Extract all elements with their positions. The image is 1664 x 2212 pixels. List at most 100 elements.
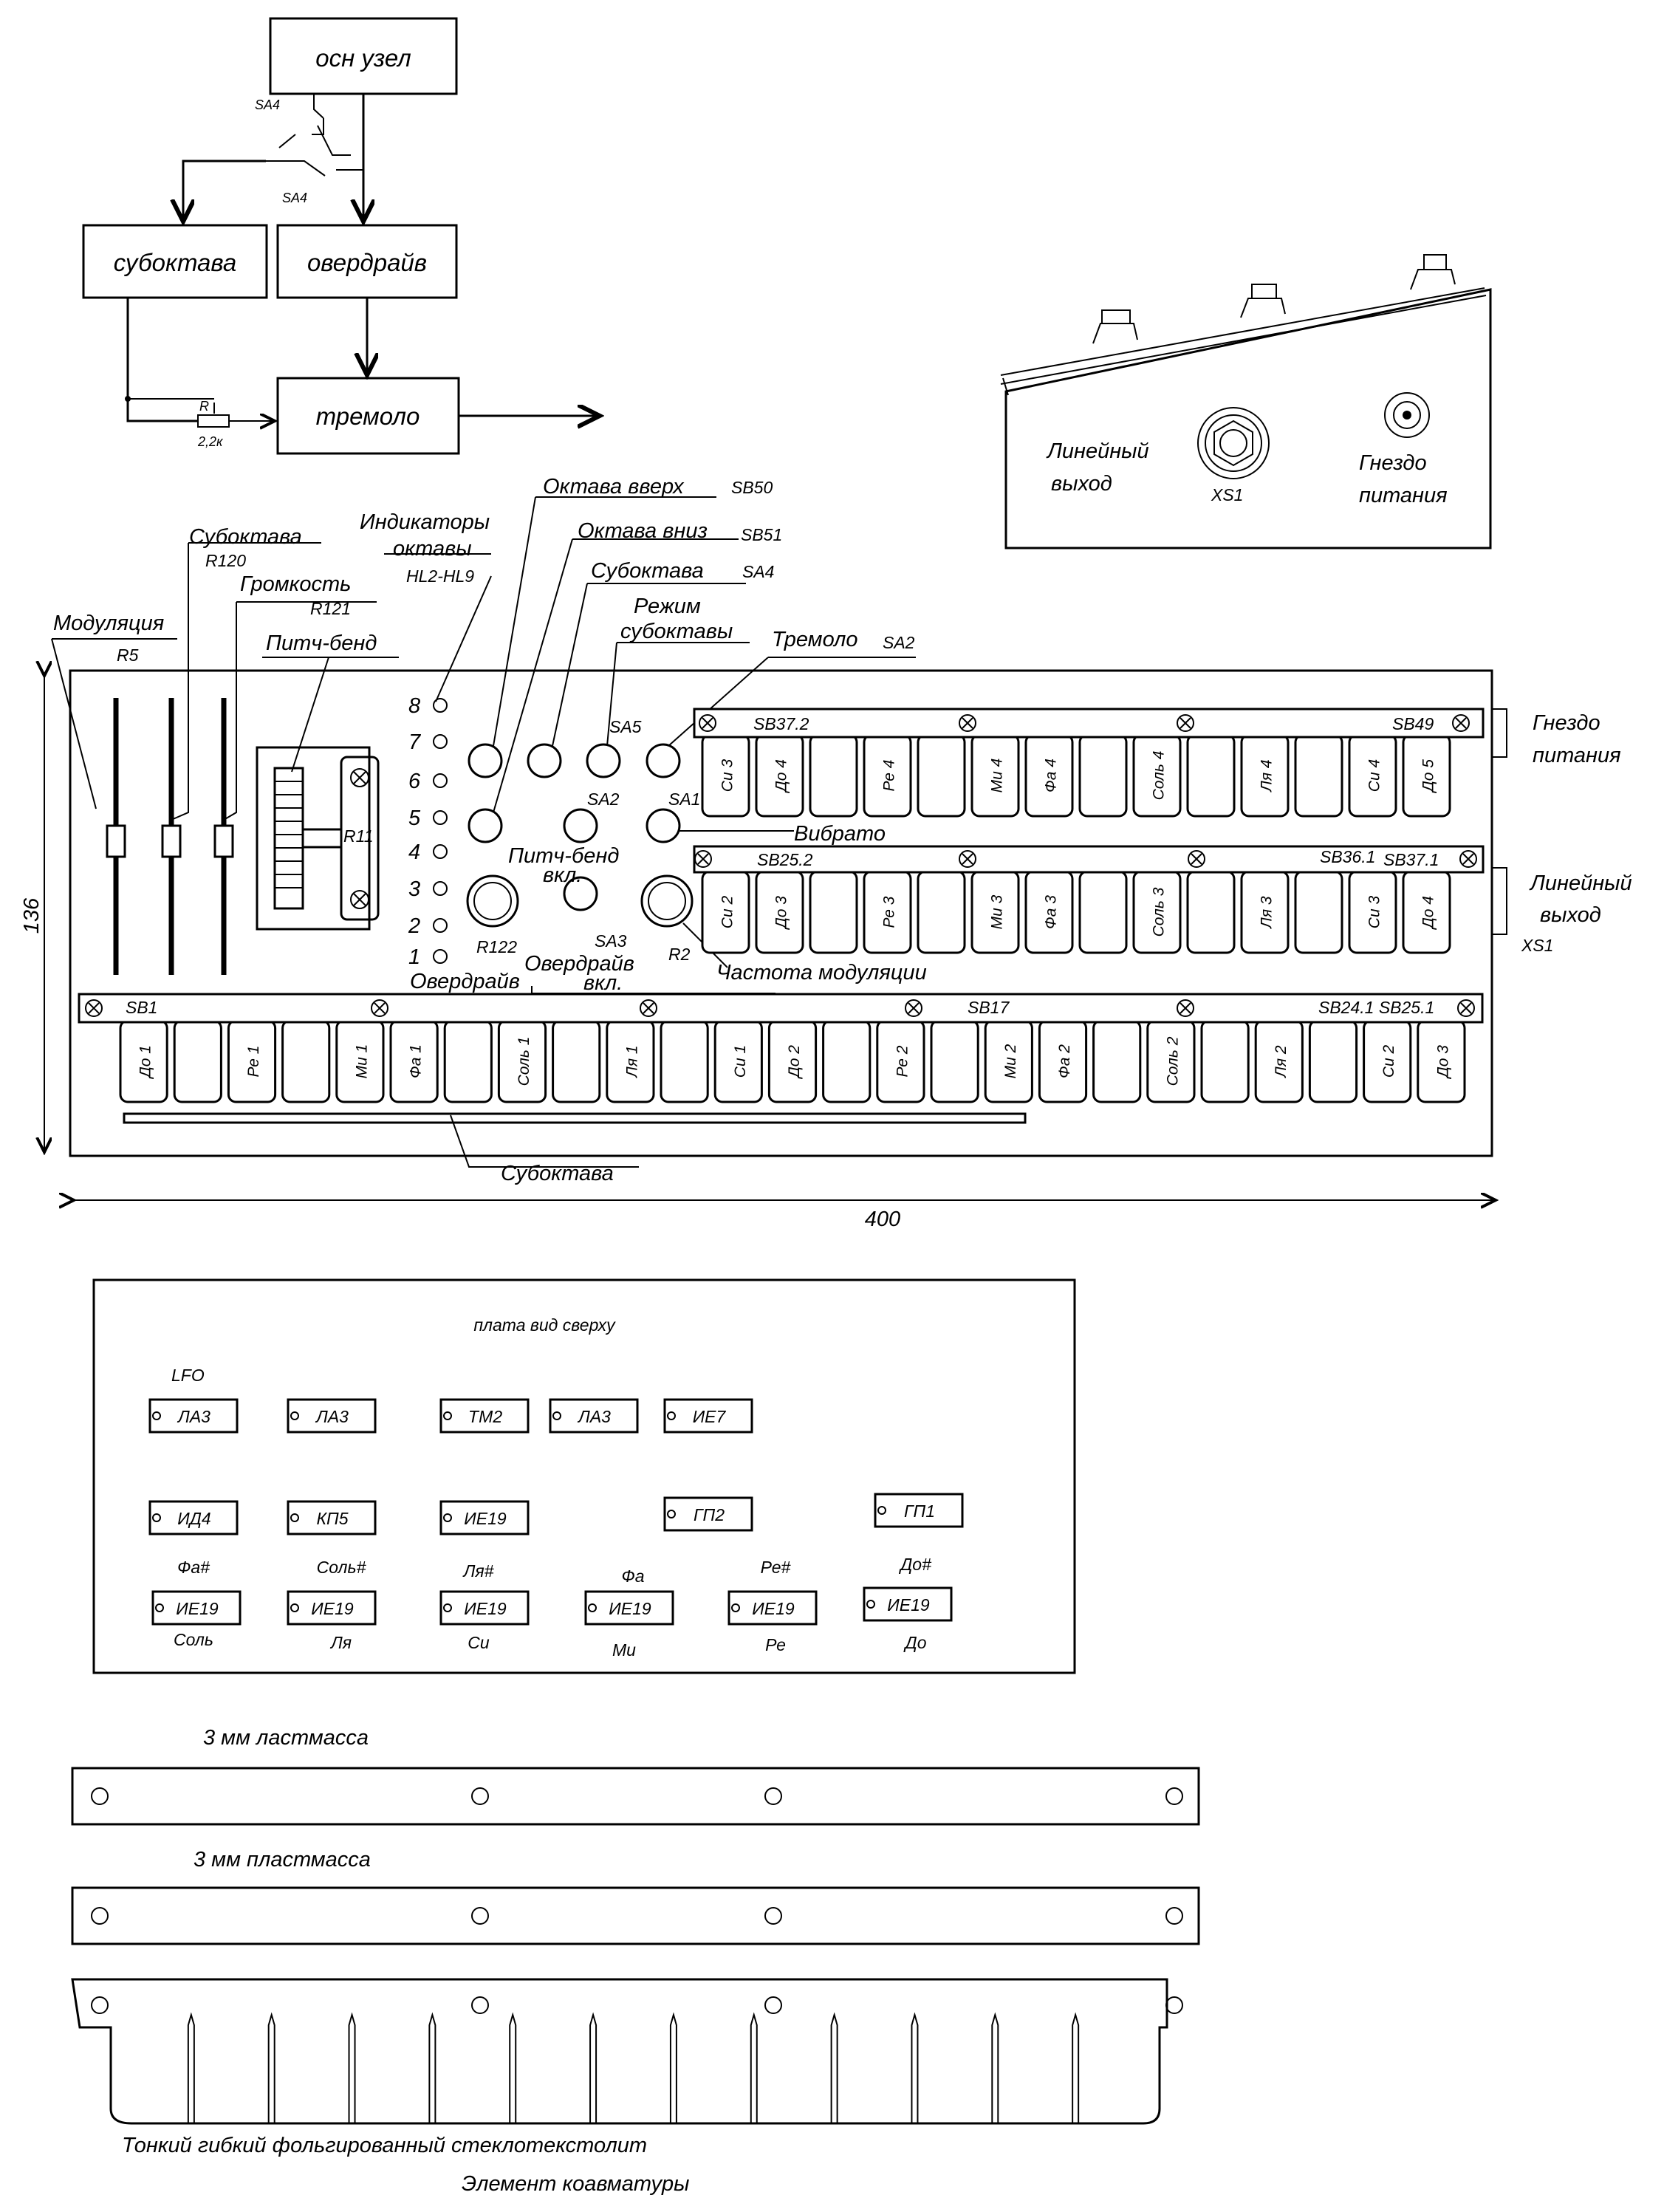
key[interactable]	[822, 1019, 872, 1103]
screw-cross	[1460, 1002, 1472, 1014]
key-label: Ре 4	[881, 760, 898, 792]
side-xs1: XS1	[1211, 485, 1243, 504]
chip-label: ИЕ19	[464, 1509, 507, 1528]
chip-label: ИД4	[177, 1509, 210, 1528]
vibrato-switch[interactable]	[646, 808, 681, 843]
tremolo-switch[interactable]	[646, 743, 681, 778]
chip	[663, 1398, 753, 1434]
note-label: Фа	[621, 1566, 644, 1586]
leader-suboctave	[171, 542, 321, 821]
mount-hole	[764, 1787, 782, 1805]
key[interactable]	[660, 1019, 709, 1103]
fader-modulation[interactable]	[106, 698, 126, 975]
key[interactable]	[443, 1019, 493, 1103]
chip-label: ЛА3	[315, 1407, 349, 1426]
label-pitch-bend: Питч-бенд	[266, 631, 377, 655]
mount-hole	[1165, 1907, 1183, 1925]
switch-sa4-mid	[317, 125, 351, 156]
pitch-bend-on-button[interactable]	[468, 808, 503, 843]
key[interactable]	[917, 870, 966, 954]
key-label: Си 1	[732, 1045, 749, 1078]
note-label: Ре	[765, 1635, 786, 1654]
main-unit-block	[269, 17, 458, 95]
key-label: Ми 3	[989, 894, 1006, 929]
chip	[663, 1496, 753, 1532]
tremolo-label: тремоло	[316, 403, 420, 430]
key-label: Соль 2	[1164, 1036, 1181, 1086]
wire-switch-suboctave	[183, 160, 266, 222]
chip-pin1-dot	[866, 1600, 875, 1609]
label-sub-mode-2: субоктавы	[620, 620, 733, 643]
indicator-led	[433, 844, 448, 859]
sub-mode-switch[interactable]	[563, 808, 598, 843]
key[interactable]	[1092, 1019, 1142, 1103]
label-mod-rate: Частота модуляции	[716, 961, 927, 985]
key-label: Ми 1	[353, 1044, 370, 1079]
comb-slot	[669, 2012, 677, 2123]
overdrive-knob[interactable]	[466, 874, 519, 928]
label-octave-up: Октава вверх	[543, 475, 685, 499]
chip-label: ИЕ19	[609, 1599, 651, 1618]
mount-hole	[91, 1996, 109, 2014]
screw-cross	[702, 717, 713, 729]
mount-hole	[471, 1787, 489, 1805]
suboctave-switch[interactable]	[586, 743, 621, 778]
note-label: До#	[898, 1555, 932, 1574]
indicator-number: 6	[408, 770, 421, 793]
label-sa4: SA4	[742, 562, 774, 581]
label-r121: R121	[310, 599, 351, 618]
board-outline	[92, 1278, 1076, 1674]
mod-rate-knob[interactable]	[640, 874, 694, 928]
octave-up-button[interactable]	[468, 743, 503, 778]
screw-icon	[350, 890, 369, 909]
leader-octave-down	[493, 538, 739, 813]
key[interactable]	[917, 733, 966, 818]
leader-sub-switch	[552, 583, 746, 747]
key[interactable]	[809, 733, 858, 818]
key[interactable]	[1200, 1019, 1250, 1103]
key[interactable]	[1186, 733, 1236, 818]
dim-width: 400	[865, 1208, 900, 1231]
leader-sub-mode	[606, 642, 750, 747]
key[interactable]	[1294, 870, 1343, 954]
screw-cross	[962, 853, 973, 865]
key-label: Фа 3	[1043, 895, 1060, 929]
key[interactable]	[1186, 870, 1236, 954]
indicator-led	[433, 881, 448, 896]
key[interactable]	[1078, 870, 1128, 954]
chip	[287, 1398, 377, 1434]
key-label: Фа 4	[1043, 759, 1060, 792]
key[interactable]	[281, 1019, 331, 1103]
pitch-bend-wheel[interactable]	[256, 746, 380, 931]
chip-pin1-dot	[443, 1411, 452, 1420]
key[interactable]	[173, 1019, 222, 1103]
fader-volume[interactable]	[213, 698, 234, 975]
key[interactable]	[809, 870, 858, 954]
key-label: Си 2	[719, 896, 736, 929]
panel-outline	[69, 669, 1493, 1157]
indicator-led	[433, 810, 448, 825]
label-volume: Громкость	[240, 572, 351, 596]
octave-down-button[interactable]	[527, 743, 562, 778]
key-label: Си 3	[719, 759, 736, 792]
key[interactable]	[552, 1019, 601, 1103]
chip	[439, 1398, 530, 1434]
indicator-number: 5	[408, 807, 421, 830]
key[interactable]	[1078, 733, 1128, 818]
comb-slot	[911, 2012, 919, 2123]
key-label: Ре 1	[245, 1046, 262, 1078]
key[interactable]	[1308, 1019, 1358, 1103]
overdrive-on-switch[interactable]	[563, 876, 598, 911]
key[interactable]	[1294, 733, 1343, 818]
label-power-1: Гнездо	[1533, 711, 1600, 735]
chip-label: ЛА3	[177, 1407, 210, 1426]
screw-cross	[908, 1002, 920, 1014]
key[interactable]	[930, 1019, 979, 1103]
side-line-out-1: Линейный	[1046, 439, 1149, 463]
fader-suboctave[interactable]	[161, 698, 182, 975]
chip-label: КП5	[316, 1509, 348, 1528]
chip-pin1-dot	[290, 1603, 299, 1612]
mount-hole	[764, 1907, 782, 1925]
